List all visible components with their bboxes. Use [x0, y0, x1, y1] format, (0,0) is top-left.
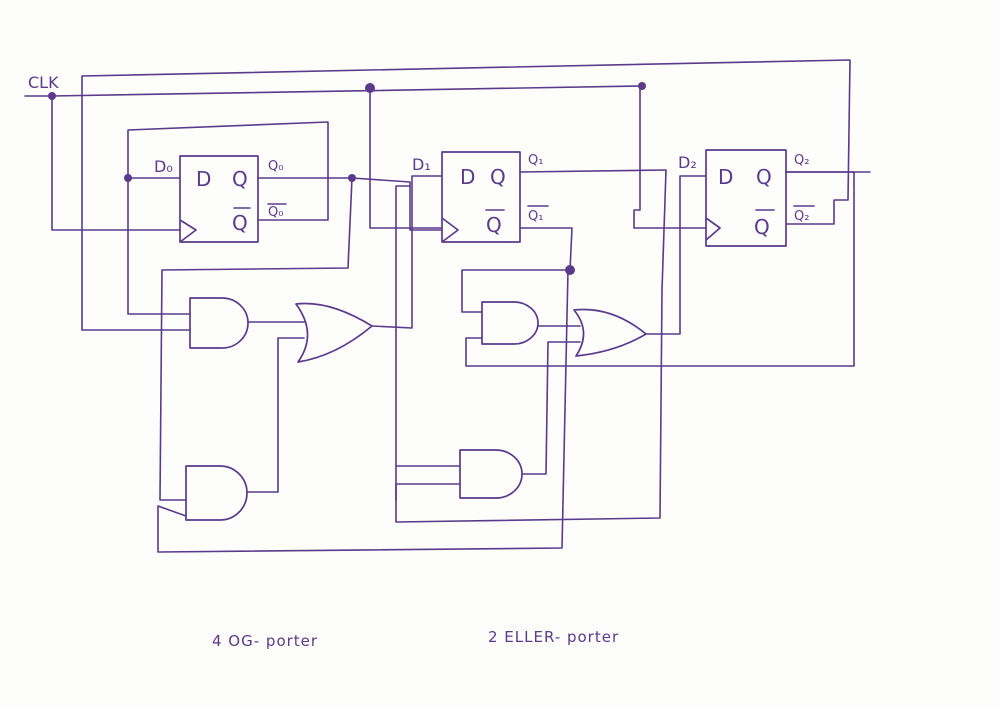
ff2-d-input-label: D₂ — [678, 153, 697, 172]
and2-to-or1-wire — [247, 337, 305, 493]
flipflop-0-clock-triangle — [179, 219, 197, 243]
junction-q0 — [348, 174, 356, 182]
junction-clk-ff1 — [365, 83, 375, 93]
ff0-d-pin-label: D — [196, 167, 211, 191]
ff1-d-input-label: D₁ — [412, 155, 431, 174]
qbar1-to-and3-wire — [461, 269, 571, 313]
and-gate-1 — [189, 297, 249, 349]
junction-d0 — [124, 174, 132, 182]
clock-to-ff0-wire — [51, 95, 181, 231]
ff1-q-pin-label: Q — [490, 165, 506, 189]
ff2-d-pin-label: D — [718, 165, 733, 189]
clock-bus-wire — [51, 85, 641, 97]
or-gate-1 — [295, 302, 373, 363]
ff0-q-wire — [257, 177, 443, 231]
and2-lower-input-wire — [157, 269, 569, 553]
ff2-qbar-pin-label: Q — [754, 215, 770, 239]
and4-to-or2-wire — [521, 341, 581, 475]
clock-to-ff1-wire — [369, 87, 443, 229]
or-gate-2 — [573, 308, 647, 357]
and-gate-count-note: 4 OG- porter — [212, 632, 318, 650]
flipflop-1-clock-triangle — [441, 217, 459, 243]
flipflop-2-body — [705, 149, 787, 247]
ff0-d-loop-wire — [127, 121, 329, 221]
ff0-qbar-pin-label: Q — [232, 211, 248, 235]
flipflop-1: D₁ D Q Q Q₁ Q₁ — [412, 151, 549, 243]
ff1-q-output-label: Q₁ — [528, 153, 543, 168]
ff2-q-output-label: Q₂ — [794, 153, 809, 168]
ff0-q-pin-label: Q — [232, 167, 248, 191]
ff1-qbar-wire — [519, 227, 573, 271]
and-gate-3 — [481, 301, 539, 345]
junction-clk — [48, 92, 56, 100]
wires — [24, 59, 871, 553]
ff0-d-to-and1-wire — [127, 177, 191, 315]
flipflop-2: D₂ D Q Q Q₂ Q₂ — [678, 149, 815, 247]
or-gate-count-note: 2 ELLER- porter — [488, 628, 619, 646]
and4-lower-input-wire — [395, 483, 461, 501]
ff1-qbar-pin-label: Q — [486, 213, 502, 237]
and3-lower-input-wire — [465, 171, 855, 367]
ff0-qbar-output-label: Q₀ — [268, 205, 283, 220]
or2-to-d2-wire — [645, 175, 707, 335]
flipflop-2-clock-triangle — [705, 217, 721, 241]
or1-to-d1-wire — [371, 175, 443, 329]
ff2-qbar-wire — [785, 199, 835, 225]
ff0-d-input-label: D₀ — [154, 157, 173, 176]
junction-clk-ff2 — [638, 82, 646, 90]
and-gate-4 — [459, 449, 523, 499]
ff2-q-pin-label: Q — [756, 165, 772, 189]
ff1-d-pin-label: D — [460, 165, 475, 189]
junction-qbar1 — [565, 265, 575, 275]
flipflop-0-body — [179, 155, 259, 243]
ff2-qbar-output-label: Q₂ — [794, 209, 809, 224]
flipflop-1-body — [441, 151, 521, 243]
ff1-qbar-output-label: Q₁ — [528, 209, 543, 224]
top-bus-wire — [81, 59, 851, 331]
q0-down-wire — [159, 177, 353, 501]
flipflop-0: D₀ D Q Q Q₀ Q₀ — [154, 155, 287, 243]
clock-label: CLK — [28, 73, 59, 92]
ff0-q-output-label: Q₀ — [268, 159, 283, 174]
ff1-q-wire — [395, 169, 667, 523]
clock-to-ff2-wire — [633, 85, 707, 229]
and-gate-2 — [185, 465, 248, 521]
junctions — [48, 82, 646, 275]
